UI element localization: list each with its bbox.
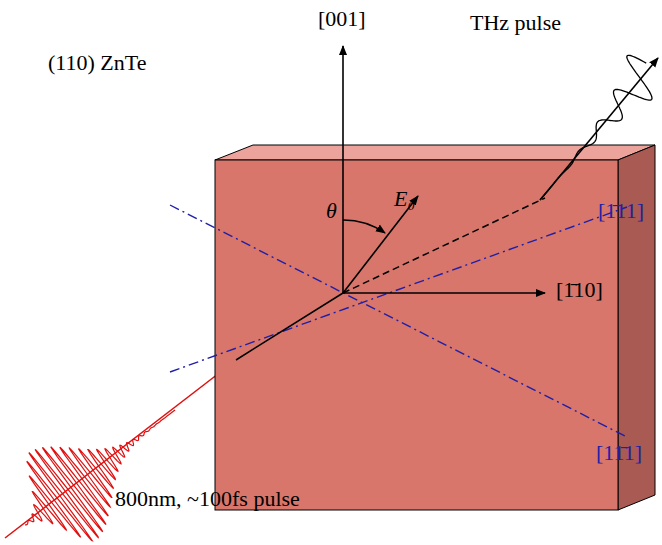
- axis-001: [342, 46, 344, 293]
- axis-label: [1̄10]: [556, 279, 603, 301]
- axis-110: [343, 292, 545, 294]
- axis-111: [170, 207, 627, 372]
- axis-label: [001]: [318, 8, 366, 30]
- crystal-label: (110) ZnTe: [48, 52, 146, 74]
- field-label: E₀: [394, 188, 415, 210]
- pulse-label: 800nm, ~100fs pulse: [115, 488, 300, 510]
- laser-pulse: [25, 410, 175, 541]
- axis-label: [11̄1]: [596, 442, 642, 464]
- angle-arc: [343, 220, 385, 233]
- beam-exit: [343, 198, 545, 293]
- beam-inside: [236, 293, 343, 360]
- crystal-front: [215, 160, 618, 510]
- thz-waveform: [540, 55, 652, 200]
- angle-label: θ: [326, 200, 337, 222]
- axis-11-1: [170, 205, 627, 437]
- pulse-label: THz pulse: [470, 12, 561, 34]
- laser-beam: [5, 357, 240, 538]
- axis-label: [1̄11]: [598, 200, 644, 222]
- field-vector: [343, 196, 418, 293]
- crystal-top: [215, 145, 655, 160]
- thz-beam: [540, 58, 658, 200]
